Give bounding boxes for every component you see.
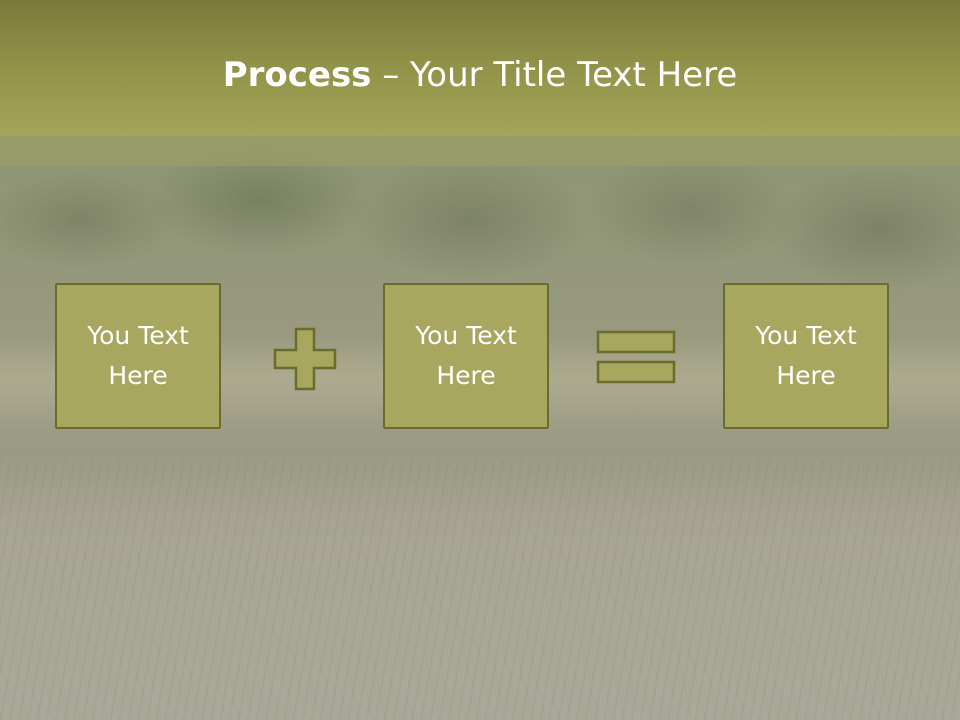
- process-box-3-text: You Text Here: [755, 321, 857, 390]
- title-bar: [0, 0, 960, 136]
- process-box-1[interactable]: You Text Here: [55, 283, 221, 429]
- title-bold: Process: [222, 55, 372, 95]
- process-box-2-text: You Text Here: [415, 321, 517, 390]
- background-grass: [0, 460, 960, 720]
- process-box-3[interactable]: You Text Here: [723, 283, 889, 429]
- process-box-1-text: You Text Here: [87, 321, 189, 390]
- title-bar-strip: [0, 136, 960, 166]
- process-box-2[interactable]: You Text Here: [383, 283, 549, 429]
- plus-icon: [273, 327, 337, 391]
- title-rest: – Your Title Text Here: [371, 55, 738, 95]
- equals-icon: [596, 330, 676, 384]
- slide-title[interactable]: Process – Your Title Text Here: [0, 50, 960, 100]
